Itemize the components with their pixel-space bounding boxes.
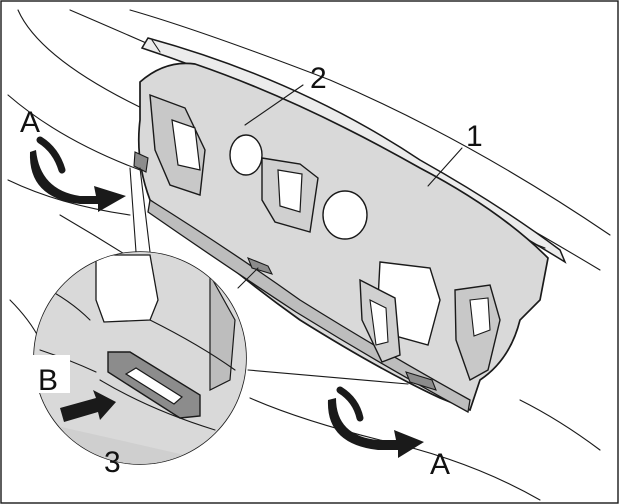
panel-part-2 xyxy=(133,62,549,414)
callout-label-1: 1 xyxy=(466,120,483,153)
callout-label-b: B xyxy=(38,364,58,397)
callout-label-a-bottom: A xyxy=(430,448,450,481)
arrow-b-push xyxy=(60,390,116,422)
callout-label-2: 2 xyxy=(310,62,327,95)
callout-label-a-top: A xyxy=(20,106,40,139)
arrow-a-bottom xyxy=(327,386,424,458)
arrow-a-top xyxy=(29,136,126,212)
callout-label-3: 3 xyxy=(104,446,121,479)
